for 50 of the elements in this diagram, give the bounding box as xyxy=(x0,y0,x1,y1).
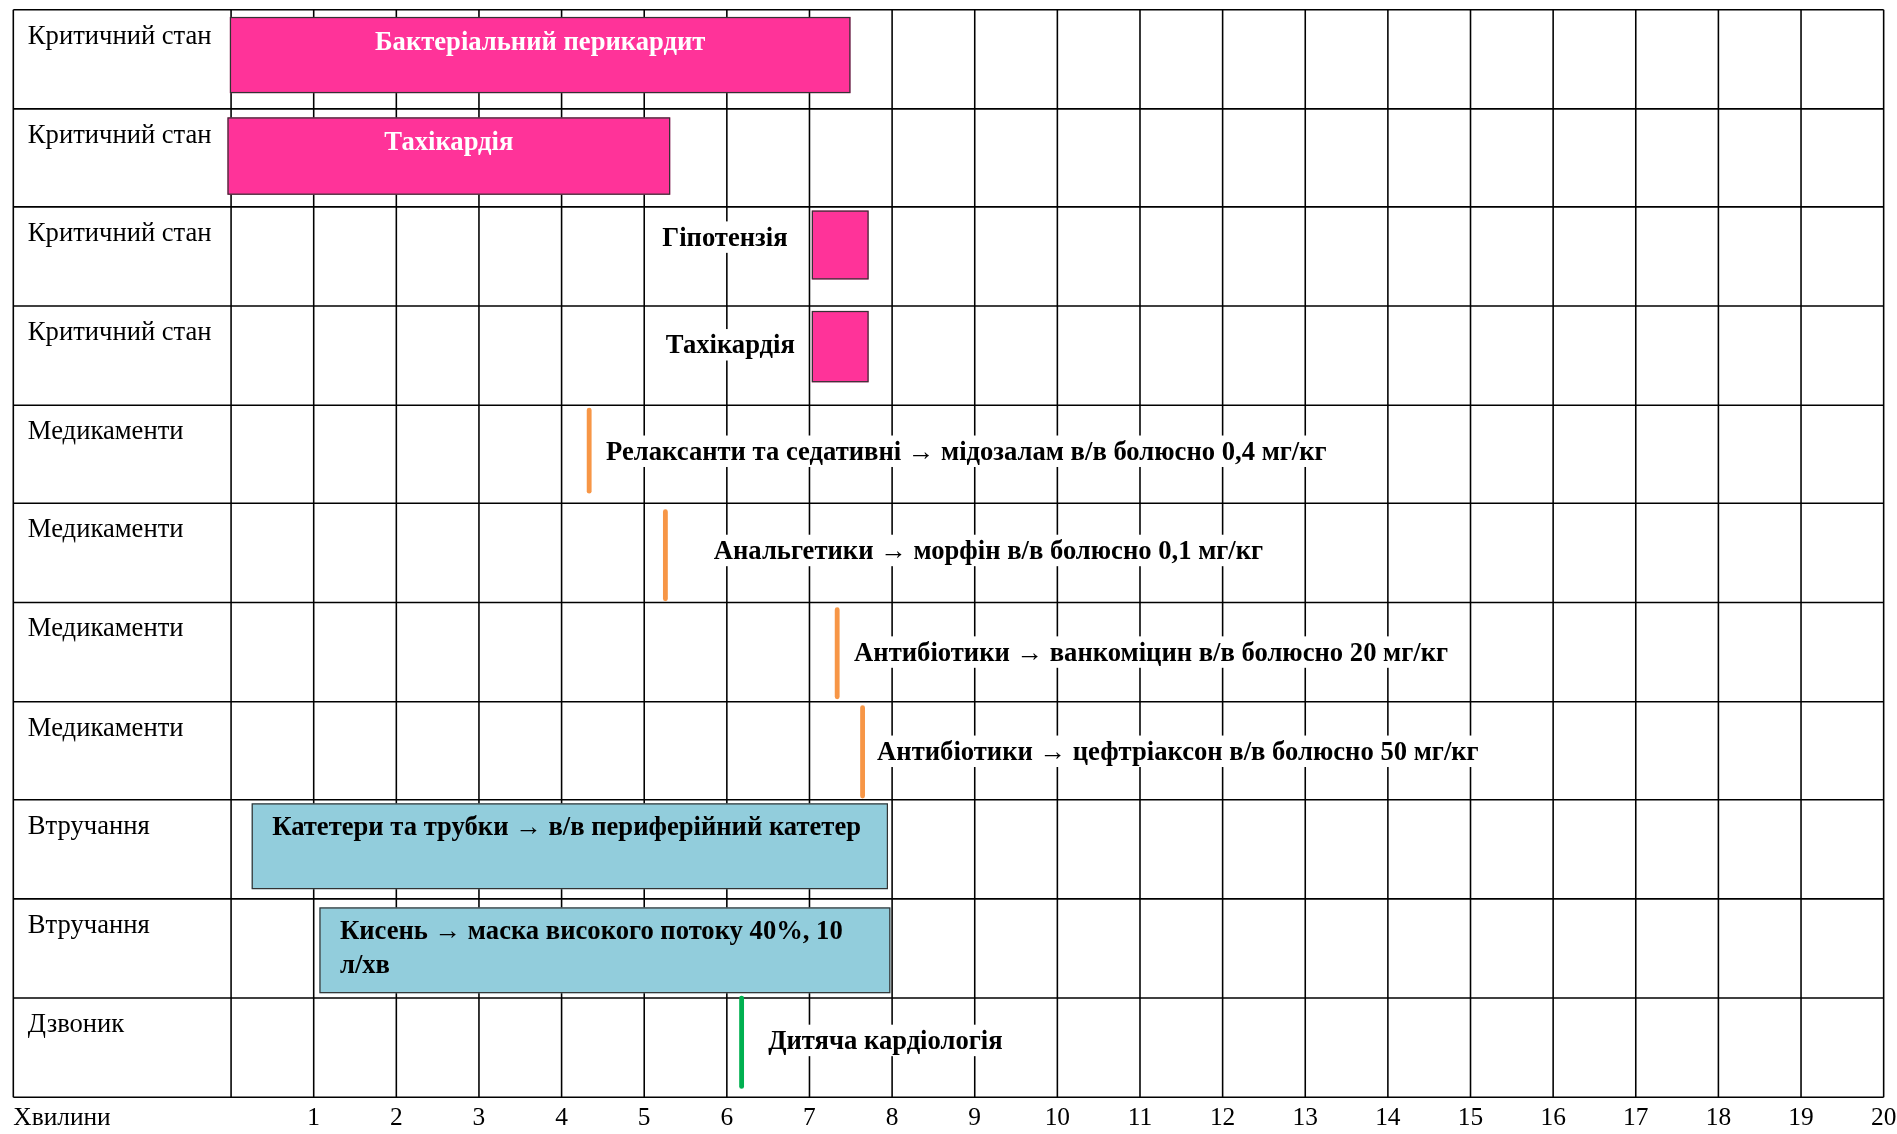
tick-label: 6 xyxy=(719,1102,735,1132)
timeline-bar: Бактеріальний перикардит xyxy=(229,16,851,94)
event-label: Гіпотензія xyxy=(662,221,788,253)
event-marker xyxy=(662,509,668,602)
timeline-bar: Тахікардія xyxy=(227,117,671,195)
status-block xyxy=(811,210,869,280)
event-label: Дитяча кардіологія xyxy=(768,1024,1003,1057)
tick-label: 20 xyxy=(1869,1102,1897,1132)
tick-label: 8 xyxy=(884,1102,900,1132)
status-block xyxy=(811,310,869,383)
event-marker xyxy=(834,607,840,700)
tick-label: 4 xyxy=(554,1102,569,1132)
event-marker xyxy=(739,995,745,1089)
row-label: Медикаменти xyxy=(27,611,185,645)
axis-title: Хвилини xyxy=(13,1102,111,1132)
tick-label: 18 xyxy=(1704,1102,1733,1132)
timeline-bar: Кисень → маска високого потоку 40%, 10 л/хв xyxy=(319,907,891,994)
timeline-bar: Катетери та трубки → в/в периферійний катетер xyxy=(251,803,888,890)
event-label: Релаксанти та седативні → мідозалам в/в болюсно 0,4 мг/кг xyxy=(606,435,1327,467)
row-label: Критичний стан xyxy=(27,18,213,52)
tick-label: 9 xyxy=(967,1102,983,1132)
tick-label: 2 xyxy=(388,1102,404,1132)
row-label: Медикаменти xyxy=(27,710,185,744)
event-marker xyxy=(586,407,592,494)
event-label: Антибіотики → ванкоміцин в/в болюсно 20 мг/кг xyxy=(854,636,1449,668)
tick-label: 17 xyxy=(1622,1102,1650,1132)
tick-label: 3 xyxy=(471,1102,487,1132)
tick-label: 16 xyxy=(1539,1102,1567,1132)
row-label: Медикаменти xyxy=(27,511,185,546)
row-label: Втручання xyxy=(27,808,151,842)
tick-label: 19 xyxy=(1787,1102,1815,1132)
tick-label: 1 xyxy=(306,1102,322,1132)
tick-label: 11 xyxy=(1126,1102,1154,1132)
event-marker xyxy=(860,705,865,799)
tick-label: 5 xyxy=(636,1102,652,1132)
row-label: Критичний стан xyxy=(27,117,213,151)
row-label: Втручання xyxy=(27,907,151,941)
row-label: Критичний стан xyxy=(27,314,213,348)
row-label: Критичний стан xyxy=(27,215,213,249)
tick-label: 13 xyxy=(1291,1102,1319,1132)
tick-label: 7 xyxy=(802,1102,817,1132)
tick-label: 10 xyxy=(1043,1102,1072,1132)
event-label: Анальгетики → морфін в/в болюсно 0,1 мг/кг xyxy=(713,534,1264,567)
event-label: Антибіотики → цефтріаксон в/в болюсно 50 мг/кг xyxy=(877,735,1479,767)
tick-label: 15 xyxy=(1456,1102,1485,1132)
tick-label: 12 xyxy=(1208,1102,1237,1132)
row-label: Дзвоник xyxy=(27,1006,126,1040)
row-label: Медикаменти xyxy=(27,413,185,448)
tick-label: 14 xyxy=(1374,1102,1402,1132)
event-label: Тахікардія xyxy=(665,329,795,361)
